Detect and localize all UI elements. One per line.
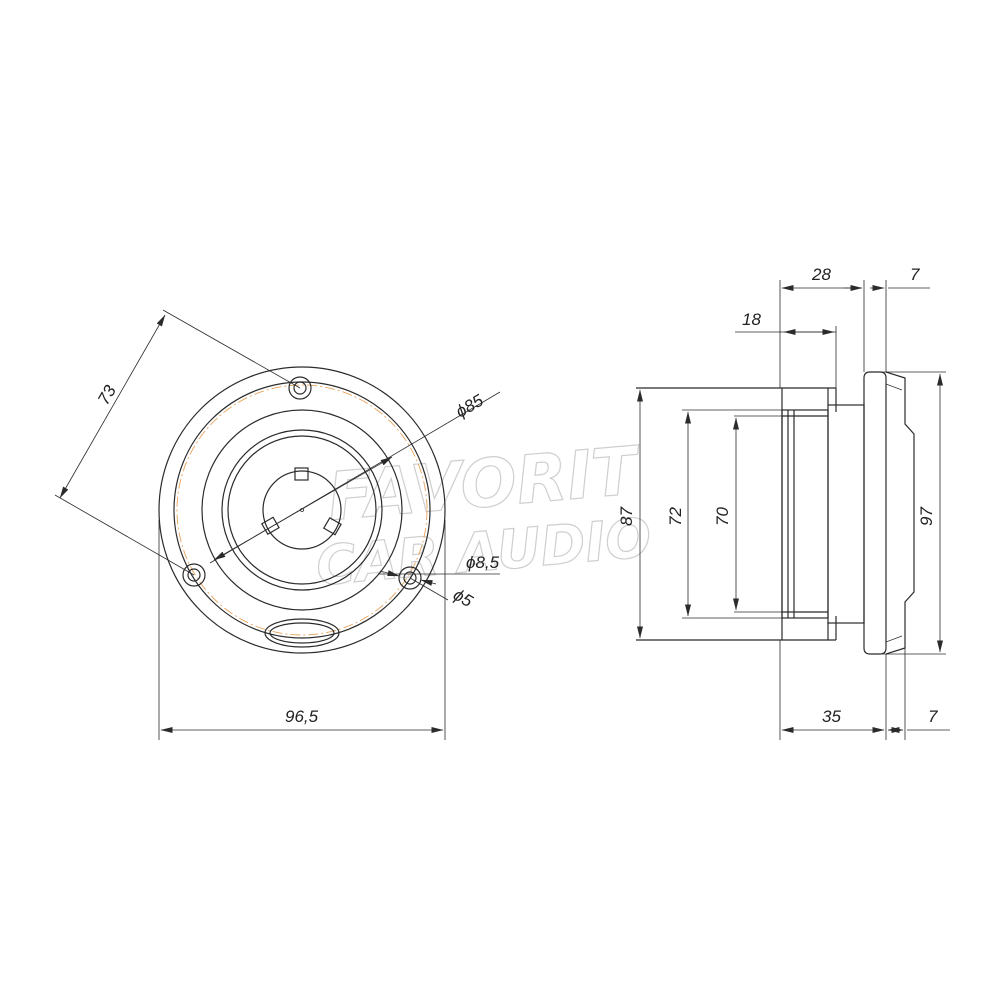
dim-label-7-bottom: 7 bbox=[928, 707, 938, 726]
side-view: 28 7 18 87 72 bbox=[617, 265, 950, 740]
dim-label-diameter-8-5: ϕ8,5 bbox=[466, 553, 500, 572]
dim-label-87: 87 bbox=[617, 507, 636, 526]
dim-label-28: 28 bbox=[811, 265, 831, 284]
dimension-73: 73 bbox=[54, 309, 301, 576]
dim-label-72: 72 bbox=[666, 507, 685, 526]
dimension-28: 28 bbox=[779, 265, 865, 388]
terminal-slot-outer bbox=[264, 618, 340, 648]
front-bezel bbox=[885, 371, 915, 655]
dim-label-73: 73 bbox=[94, 382, 120, 408]
dimension-72: 72 bbox=[666, 409, 782, 619]
dome-tab-top bbox=[294, 467, 309, 481]
flange-outer-circle bbox=[158, 366, 446, 654]
flange-profile bbox=[863, 371, 887, 655]
dim-label-diameter-5: ϕ5 bbox=[450, 585, 476, 611]
dimension-35: 35 bbox=[779, 640, 887, 740]
mounting-axis-circle bbox=[176, 384, 428, 636]
dim-label-7-top: 7 bbox=[910, 265, 920, 284]
mounting-hole-left bbox=[182, 563, 206, 587]
terminal-slot-inner bbox=[269, 622, 335, 644]
dim-label-97: 97 bbox=[917, 507, 936, 526]
dimension-97: 97 bbox=[880, 371, 946, 655]
neck-block bbox=[827, 404, 865, 624]
dim-label-35: 35 bbox=[822, 707, 841, 726]
dimension-7-bottom: 7 bbox=[887, 648, 950, 740]
dim-label-18: 18 bbox=[742, 310, 761, 329]
mounting-hole-top bbox=[288, 376, 312, 400]
watermark: FAVORIT CAR AUDIO bbox=[313, 431, 654, 598]
body-ring-outer bbox=[201, 409, 403, 611]
dimension-87: 87 bbox=[617, 389, 643, 639]
magnet-block bbox=[781, 409, 829, 619]
dimension-70: 70 bbox=[713, 415, 782, 613]
mounting-hole-right bbox=[398, 566, 422, 590]
dimension-96-5: 96,5 bbox=[158, 520, 446, 740]
dimension-7-top: 7 bbox=[844, 265, 930, 372]
dim-label-96-5: 96,5 bbox=[285, 707, 319, 726]
dim-label-70: 70 bbox=[713, 507, 732, 526]
dimension-18: 18 bbox=[735, 310, 837, 388]
